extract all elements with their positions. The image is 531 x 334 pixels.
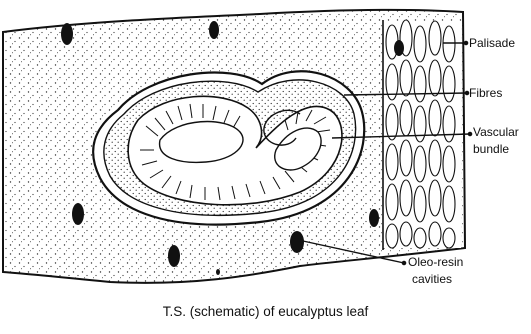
label-bundle: bundle	[473, 142, 509, 157]
label-vascular: Vascular	[473, 125, 519, 140]
label-fibres: Fibres	[469, 86, 502, 101]
label-palisade: Palisade	[469, 36, 515, 51]
figure-caption: T.S. (schematic) of eucalyptus leaf	[0, 304, 531, 319]
label-cavities: cavities	[412, 272, 452, 287]
palisade-cavity	[394, 40, 404, 56]
label-oleo-resin: Oleo-resin	[408, 255, 463, 270]
